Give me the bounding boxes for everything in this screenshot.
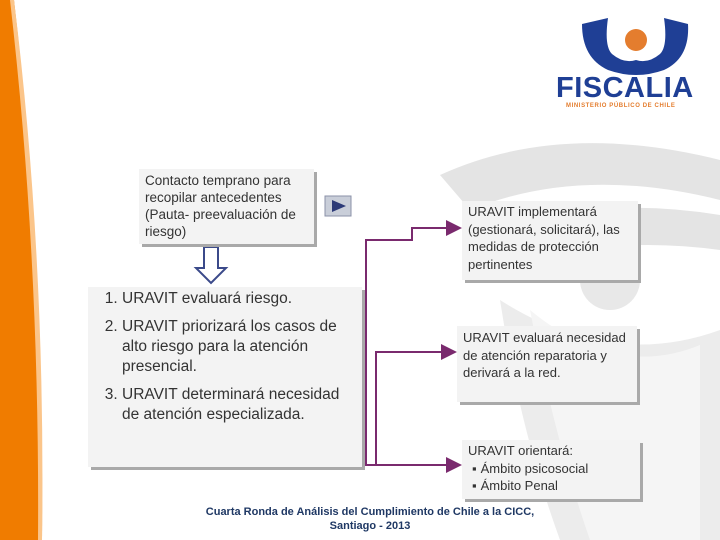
contact-box: Contacto temprano para recopilar anteced… xyxy=(139,169,314,244)
outcome-orient-box: URAVIT orientará: Ámbito psicosocial Ámb… xyxy=(462,440,640,499)
left-orange-swoosh xyxy=(0,0,43,540)
outcome-evaluate-box: URAVIT evaluará necesidad de atención re… xyxy=(457,326,637,402)
footer: Cuarta Ronda de Análisis del Cumplimient… xyxy=(150,505,590,533)
connector-to-evaluate xyxy=(365,286,457,466)
logo-subtitle: MINISTERIO PÚBLICO DE CHILE xyxy=(566,103,676,109)
orient-list: Ámbito psicosocial Ámbito Penal xyxy=(468,460,634,495)
action-item: URAVIT evaluará riesgo. xyxy=(122,289,354,309)
footer-line-1: Cuarta Ronda de Análisis del Cumplimient… xyxy=(205,506,535,518)
action-item: URAVIT determinará necesidad de atención… xyxy=(122,385,354,425)
outcome-implement-box: URAVIT implementará (gestionará, solicit… xyxy=(462,201,638,280)
logo-name: FISCALIA xyxy=(556,72,694,104)
action-item: URAVIT priorizará los casos de alto ries… xyxy=(122,317,354,377)
fiscalia-logo-emblem xyxy=(582,18,689,75)
footer-line-2: Santiago - 2013 xyxy=(329,520,411,532)
connector-to-implement xyxy=(365,220,462,286)
actions-list: URAVIT evaluará riesgo. URAVIT priorizar… xyxy=(96,289,354,425)
orient-item: Ámbito Penal xyxy=(481,477,634,495)
orient-item: Ámbito psicosocial xyxy=(481,460,634,478)
play-icon xyxy=(332,200,346,212)
down-arrow-icon xyxy=(193,246,229,285)
left-swoosh-highlight xyxy=(10,0,43,540)
orient-title: URAVIT orientará: xyxy=(468,443,574,458)
actions-box: URAVIT evaluará riesgo. URAVIT priorizar… xyxy=(88,287,362,467)
